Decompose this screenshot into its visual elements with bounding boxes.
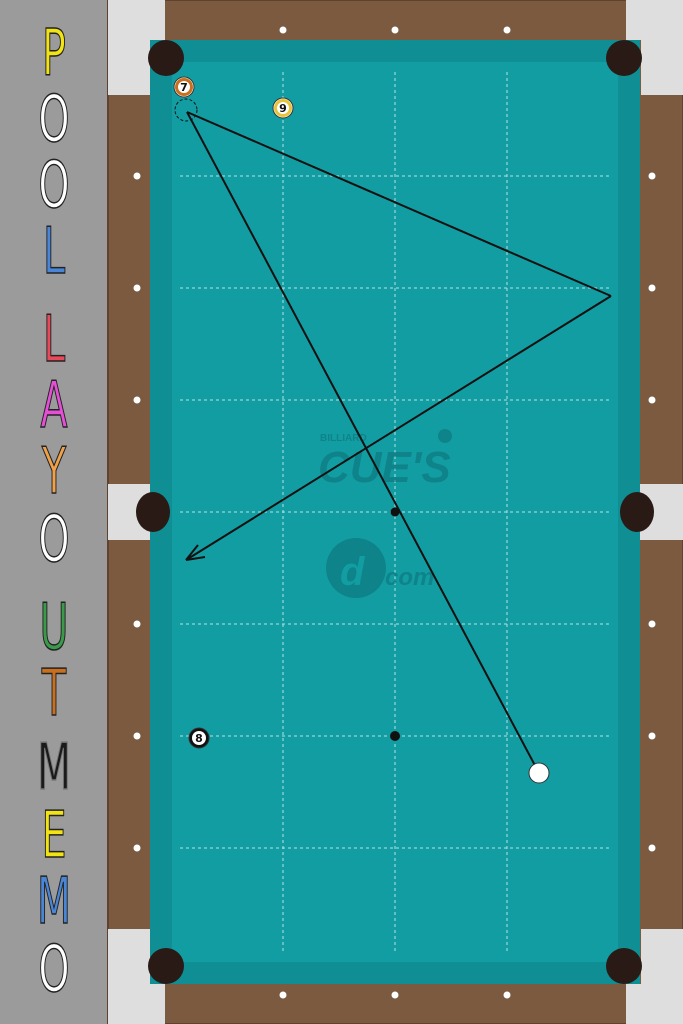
rail-diamonds (133, 26, 656, 999)
shot-path (185, 111, 612, 774)
corner-plate-top-right (626, 0, 683, 95)
pocket-top-right (606, 40, 642, 76)
title-letter: O (38, 149, 70, 223)
balls: 7 9 8 (173, 76, 550, 784)
pockets (136, 40, 654, 984)
title-letter: U (39, 591, 69, 665)
ghost-ball (174, 98, 198, 122)
logo-sub-text: com (385, 564, 434, 591)
title-letter: Y (41, 435, 67, 509)
pocket-bottom-left (148, 948, 184, 984)
pocket-bottom-right (606, 948, 642, 984)
ball-number: 7 (180, 81, 188, 94)
logo-top-text: BILLIARD (320, 433, 367, 444)
center-spot (390, 507, 400, 517)
logo-d-letter: d (340, 550, 366, 594)
table-logo: BILLIARD CUE'S d com (318, 429, 452, 598)
title-letter: M (36, 731, 72, 805)
title-letter: A (40, 369, 68, 443)
title-letter: L (42, 215, 66, 289)
pocket-side-left (136, 492, 170, 532)
title-letter: O (38, 83, 70, 157)
foot-spot (390, 731, 400, 741)
title-letter: P (42, 17, 67, 91)
title-letter: L (42, 303, 66, 377)
rebound-path (185, 295, 612, 561)
ball-eight[interactable]: 8 (188, 727, 210, 749)
object-ball-path (186, 111, 612, 297)
title-letter: T (41, 657, 67, 731)
title-letter: O (38, 503, 70, 577)
title-letter: E (41, 799, 67, 873)
corner-plate-top-left (108, 0, 165, 95)
corner-plate-bottom-left (108, 929, 165, 1024)
corner-plate-bottom-right (626, 929, 683, 1024)
ball-cue[interactable] (528, 762, 550, 784)
ball-number: 8 (195, 732, 203, 745)
title-letter: M (36, 865, 72, 939)
ball-nine[interactable]: 9 (272, 97, 294, 119)
cue-ball-path (186, 111, 540, 774)
ball-number: 9 (279, 102, 287, 115)
logo-ball-icon (438, 429, 452, 443)
ball-seven[interactable]: 7 (173, 76, 195, 98)
title-letter: O (38, 933, 70, 1007)
logo-d-icon (326, 538, 386, 598)
pocket-top-left (148, 40, 184, 76)
arrowhead-icon (185, 544, 206, 561)
pocket-side-right (620, 492, 654, 532)
